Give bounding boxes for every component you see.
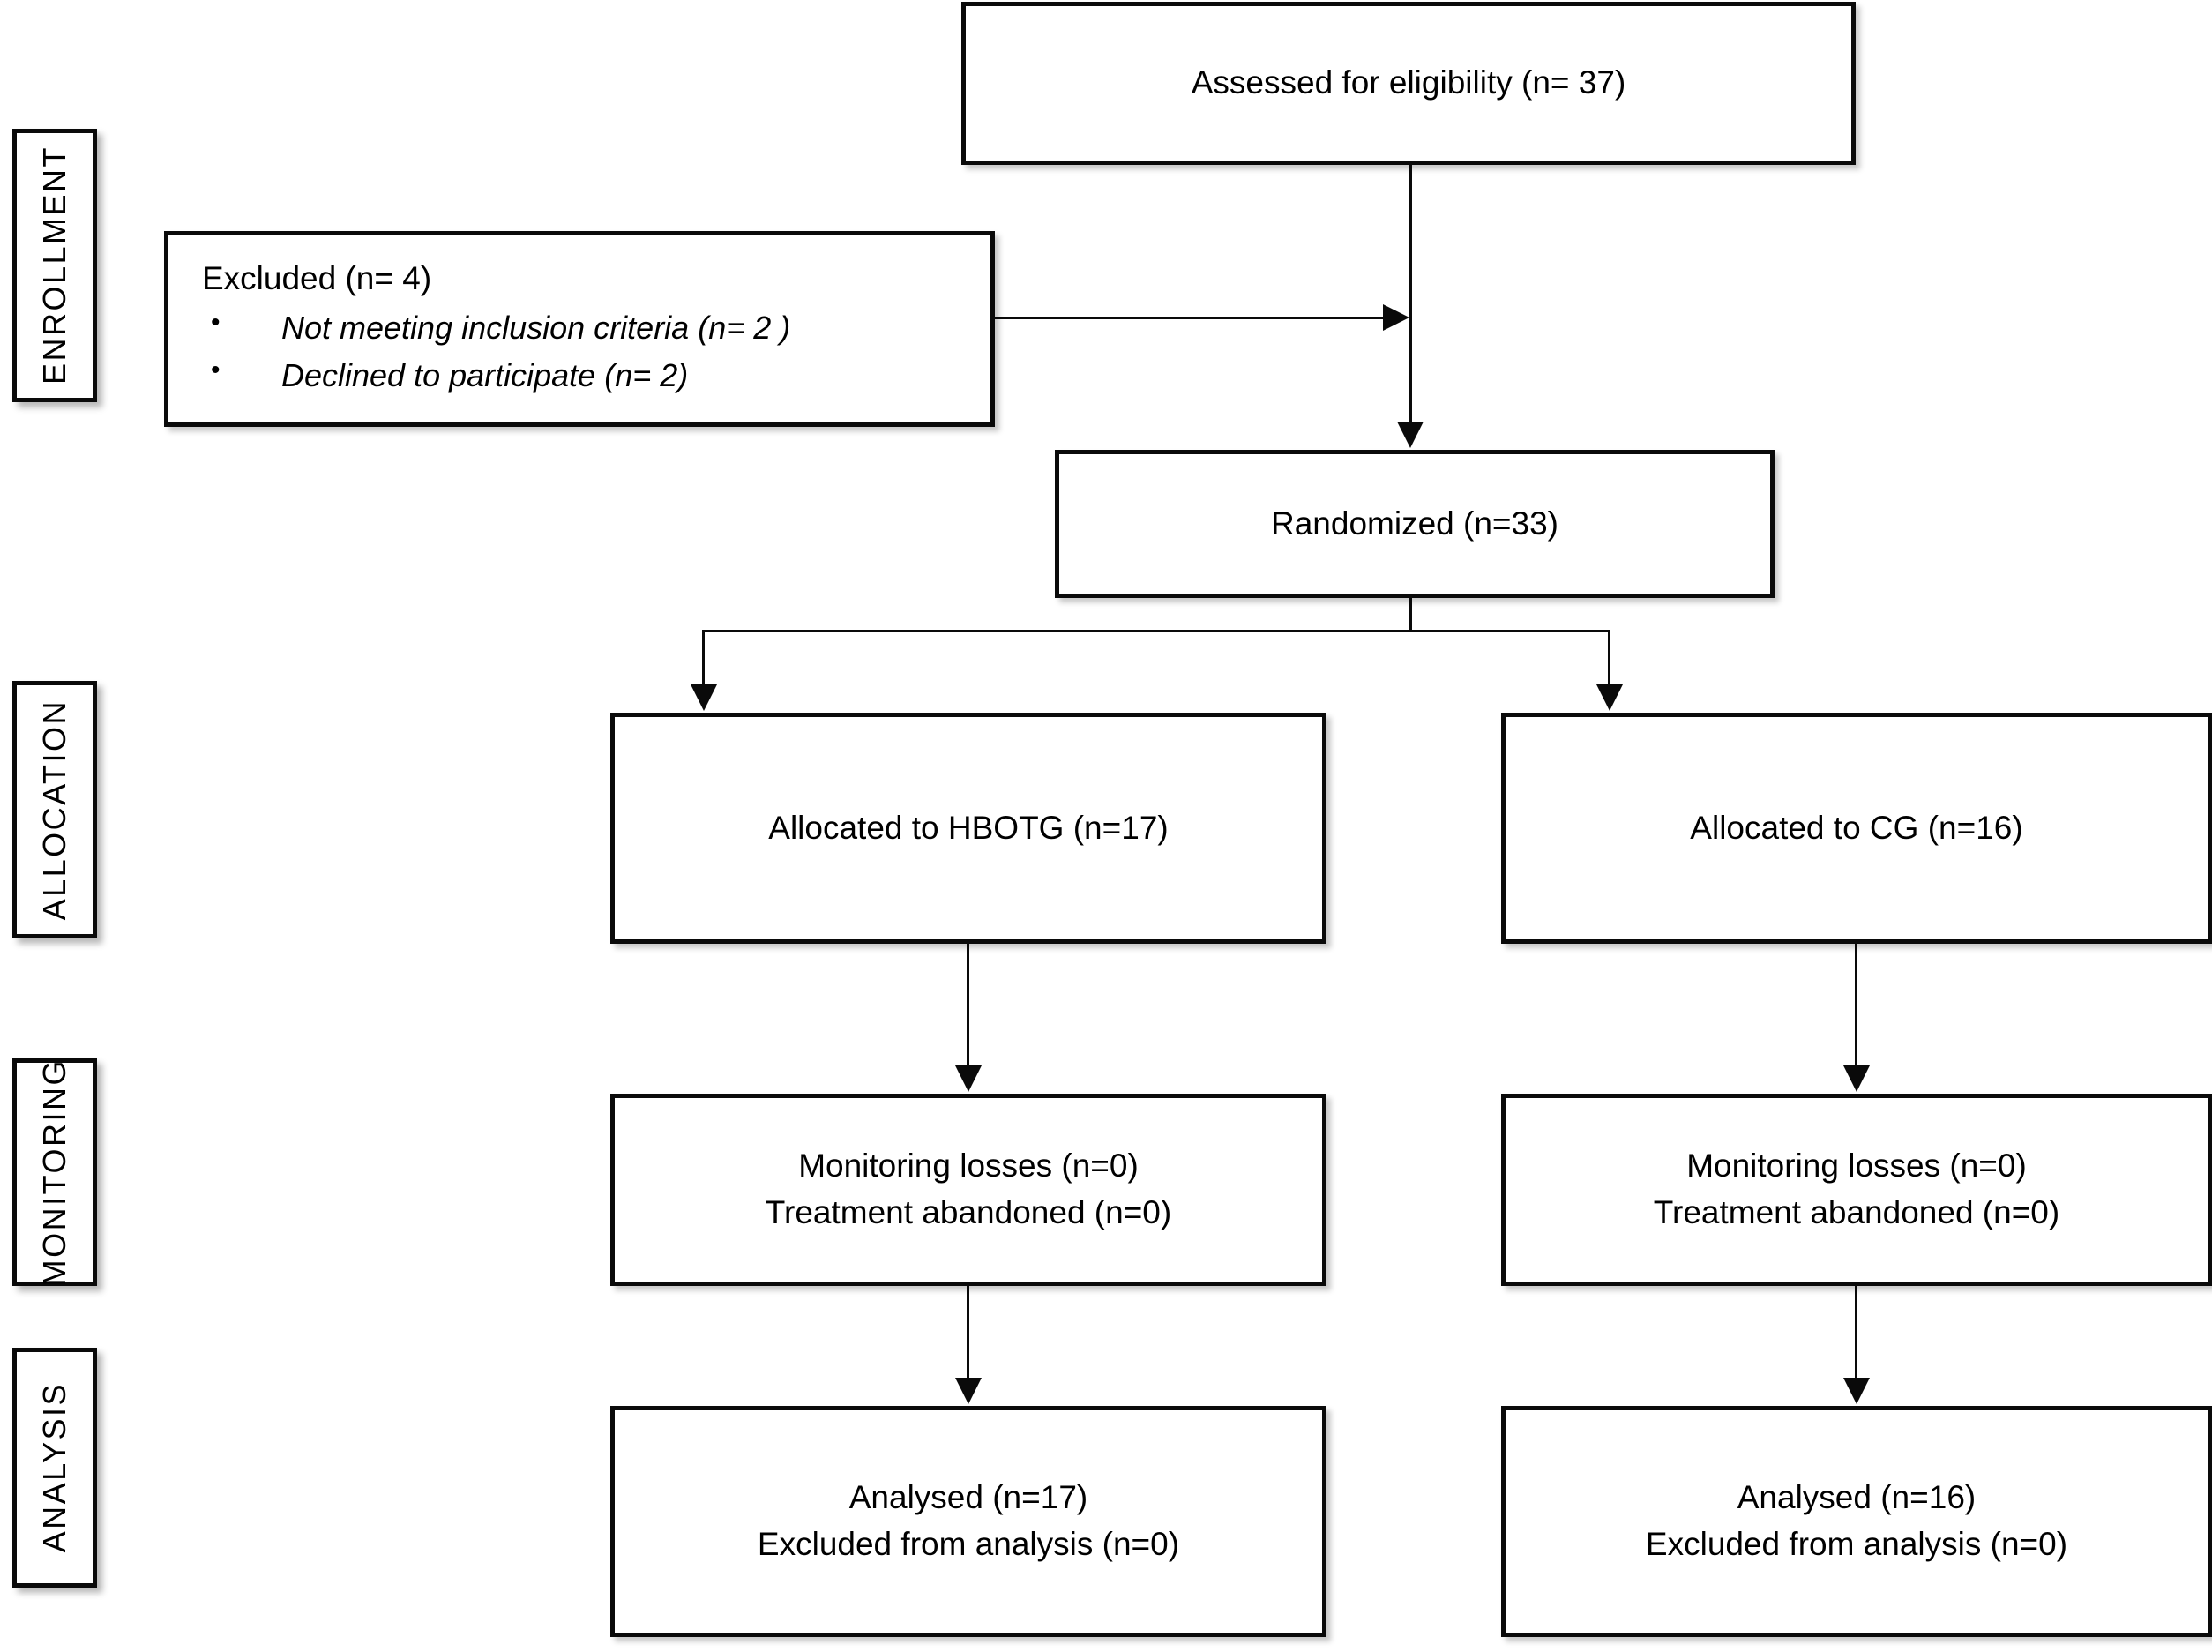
stage-label-allocation: ALLOCATION xyxy=(12,681,97,938)
node-allocated-hbotg: Allocated to HBOTG (n=17) xyxy=(610,713,1326,944)
node-analysed-hbotg: Analysed (n=17) Excluded from analysis (… xyxy=(610,1406,1326,1637)
connector-split-to-allocated-cg xyxy=(1608,630,1610,686)
node-monitoring-hbotg-text: Monitoring losses (n=0) Treatment abando… xyxy=(765,1147,1172,1230)
stage-label-analysis: ANALYSIS xyxy=(12,1348,97,1588)
connector-allocated-cg-to-monitoring xyxy=(1855,944,1857,1069)
node-analysed-cg-text: Analysed (n=16) Excluded from analysis (… xyxy=(1645,1479,2068,1562)
connector-split-to-allocated-hbotg xyxy=(702,630,705,686)
arrowhead-monitoring-hbotg xyxy=(955,1065,982,1092)
node-excluded-reason-item: Not meeting inclusion criteria (n= 2 ) xyxy=(202,303,973,351)
node-randomized: Randomized (n=33) xyxy=(1055,450,1775,598)
stage-label-allocation-text: ALLOCATION xyxy=(36,699,72,921)
node-allocated-cg-text: Allocated to CG (n=16) xyxy=(1690,809,2023,846)
node-excluded-content: Excluded (n= 4) Not meeting inclusion cr… xyxy=(168,258,990,400)
arrowhead-analysed-cg xyxy=(1843,1378,1870,1404)
arrowhead-excluded-junction xyxy=(1383,304,1409,331)
node-monitoring-cg-text: Monitoring losses (n=0) Treatment abando… xyxy=(1653,1147,2060,1230)
connector-assessed-to-randomized xyxy=(1409,165,1412,423)
node-monitoring-hbotg: Monitoring losses (n=0) Treatment abando… xyxy=(610,1094,1326,1286)
arrowhead-allocated-hbotg xyxy=(691,684,717,711)
arrowhead-randomized xyxy=(1397,422,1424,448)
node-analysed-cg: Analysed (n=16) Excluded from analysis (… xyxy=(1501,1406,2212,1637)
stage-label-enrollment: ENROLLMENT xyxy=(12,129,97,402)
stage-label-analysis-text: ANALYSIS xyxy=(36,1382,72,1553)
node-excluded: Excluded (n= 4) Not meeting inclusion cr… xyxy=(164,231,995,427)
arrowhead-monitoring-cg xyxy=(1843,1065,1870,1092)
arrowhead-allocated-cg xyxy=(1596,684,1623,711)
connector-monitoring-cg-to-analysed xyxy=(1855,1286,1857,1381)
node-excluded-title: Excluded (n= 4) xyxy=(202,259,432,296)
connector-randomized-to-split xyxy=(1409,598,1412,632)
node-analysed-hbotg-text: Analysed (n=17) Excluded from analysis (… xyxy=(757,1479,1180,1562)
connector-split-bar xyxy=(702,630,1610,632)
stage-label-monitoring: MONITORING xyxy=(12,1058,97,1286)
stage-label-monitoring-text: MONITORING xyxy=(36,1058,72,1287)
connector-allocated-hbotg-to-monitoring xyxy=(967,944,969,1069)
node-assessed-for-eligibility: Assessed for eligibility (n= 37) xyxy=(961,2,1856,165)
arrowhead-analysed-hbotg xyxy=(955,1378,982,1404)
connector-excluded-to-trunk xyxy=(995,317,1385,319)
stage-label-enrollment-text: ENROLLMENT xyxy=(36,146,72,385)
node-excluded-reason-item: Declined to participate (n= 2) xyxy=(202,351,973,399)
node-monitoring-cg: Monitoring losses (n=0) Treatment abando… xyxy=(1501,1094,2212,1286)
node-randomized-text: Randomized (n=33) xyxy=(1271,505,1558,542)
node-excluded-reason-list: Not meeting inclusion criteria (n= 2 ) D… xyxy=(202,303,973,399)
node-allocated-hbotg-text: Allocated to HBOTG (n=17) xyxy=(768,809,1169,846)
node-allocated-cg: Allocated to CG (n=16) xyxy=(1501,713,2212,944)
connector-monitoring-hbotg-to-analysed xyxy=(967,1286,969,1381)
node-assessed-for-eligibility-text: Assessed for eligibility (n= 37) xyxy=(1191,64,1626,101)
